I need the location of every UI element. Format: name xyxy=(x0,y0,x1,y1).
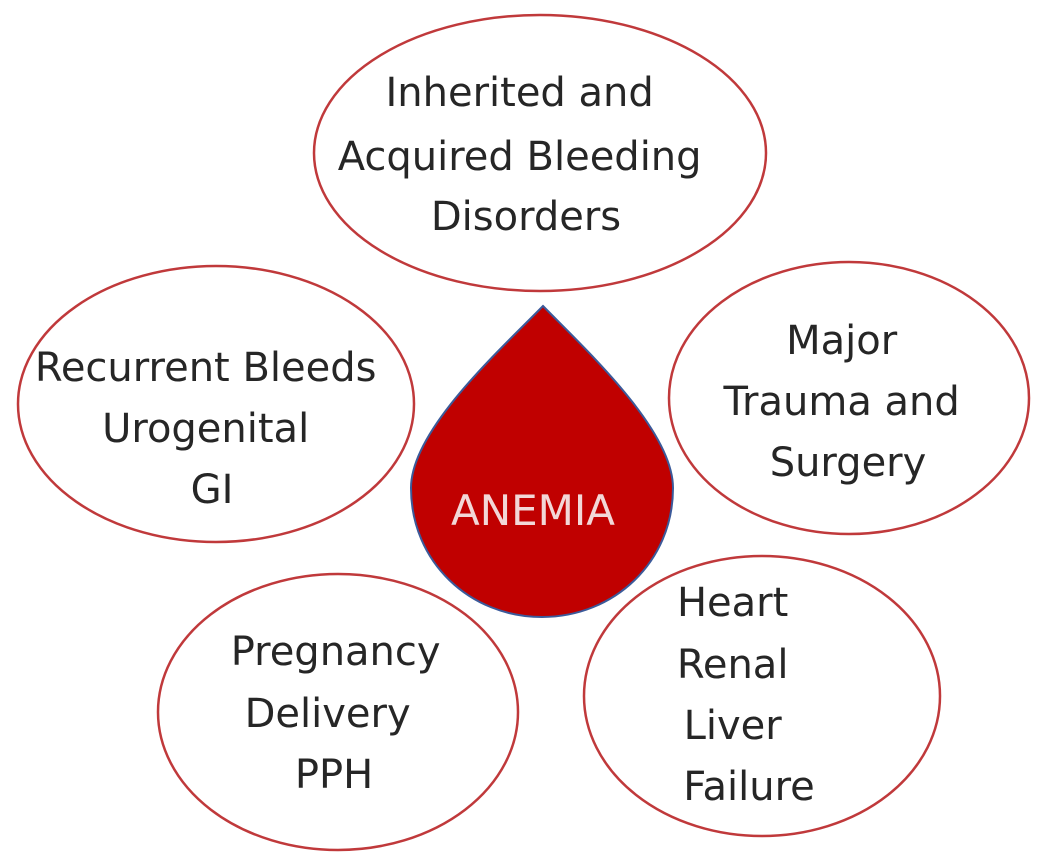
cause-line: Disorders xyxy=(431,194,621,240)
cause-line: Urogenital xyxy=(102,406,309,452)
cause-label: Recurrent Bleeds Urogenital GI xyxy=(35,345,389,513)
cause-bubble-organ-failure: Heart Renal Liver Failure xyxy=(582,554,942,838)
cause-ellipse xyxy=(667,260,1031,536)
cause-label: Heart Renal Liver Failure xyxy=(677,580,815,810)
cause-line: Surgery xyxy=(770,440,927,486)
cause-line: Failure xyxy=(683,764,815,810)
cause-ellipse xyxy=(312,13,768,293)
cause-bubble-recurrent-bleeds: Recurrent Bleeds Urogenital GI xyxy=(16,264,416,544)
cause-line: Pregnancy xyxy=(231,629,441,675)
cause-line: GI xyxy=(191,467,234,513)
cause-line: Major xyxy=(786,318,898,364)
blood-drop-icon xyxy=(409,304,675,619)
cause-line: Liver xyxy=(684,703,783,749)
cause-line: Trauma and xyxy=(722,379,959,425)
cause-bubble-pregnancy: Pregnancy Delivery PPH xyxy=(156,572,520,852)
cause-ellipse xyxy=(156,572,520,852)
cause-label: Inherited and Acquired Bleeding Disorder… xyxy=(338,70,715,240)
cause-line: Heart xyxy=(677,580,788,626)
cause-label: Pregnancy Delivery PPH xyxy=(231,629,454,798)
cause-line: Acquired Bleeding xyxy=(338,134,702,180)
cause-label: Major Trauma and Surgery xyxy=(722,318,972,486)
cause-ellipse xyxy=(582,554,942,838)
cause-bubble-trauma-surgery: Major Trauma and Surgery xyxy=(667,260,1031,536)
cause-line: Inherited and xyxy=(385,70,653,116)
cause-line: Delivery xyxy=(245,691,411,737)
center-label: ANEMIA xyxy=(451,486,615,535)
cause-line: PPH xyxy=(295,752,373,798)
cause-line: Recurrent Bleeds xyxy=(35,345,377,391)
cause-line: Renal xyxy=(677,642,789,688)
cause-ellipse xyxy=(16,264,416,544)
anemia-drop: ANEMIA xyxy=(409,304,675,619)
cause-bubble-bleeding-disorders: Inherited and Acquired Bleeding Disorder… xyxy=(312,13,768,293)
